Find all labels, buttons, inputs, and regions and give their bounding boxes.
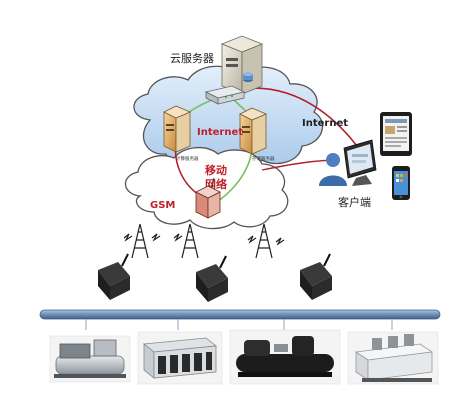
radio-tower-icon-3: [247, 223, 285, 259]
gsm-gateway-icon: [195, 177, 221, 219]
field-bus-bar: [39, 309, 441, 320]
mobile-network-label-1: 移动: [205, 163, 227, 177]
desktop-monitor-icon: [343, 139, 377, 186]
gsm-modem-icon-3: [300, 253, 332, 300]
chiller-unit-1: [49, 335, 131, 383]
internet-label-center: Internet: [197, 127, 243, 138]
storage-server-tag: 存储服务器: [252, 155, 275, 162]
compute-server-icon: [163, 105, 192, 153]
cloud-server-label: 云服务器: [170, 52, 214, 65]
chiller-unit-4: [347, 331, 439, 385]
client-label: 客户端: [338, 195, 371, 209]
chiller-unit-2: [137, 331, 223, 385]
storage-server-icon: [239, 107, 268, 155]
radio-tower-icon-1: [123, 223, 161, 259]
chiller-unit-3: [229, 329, 341, 385]
cloud-server-icon: [220, 35, 264, 95]
gsm-label: GSM: [150, 200, 175, 211]
gsm-modem-icon-2: [196, 255, 228, 302]
smartphone-icon: [392, 166, 410, 200]
radio-tower-icon-2: [173, 223, 199, 259]
tablet-icon: [380, 112, 412, 156]
internet-label-right: Internet: [302, 118, 348, 129]
bus-drops: [85, 319, 393, 330]
user-icon: [319, 153, 347, 186]
router-icon: [204, 85, 246, 105]
compute-server-tag: 计算服务器: [176, 155, 199, 162]
gsm-modem-icon-1: [98, 253, 130, 300]
